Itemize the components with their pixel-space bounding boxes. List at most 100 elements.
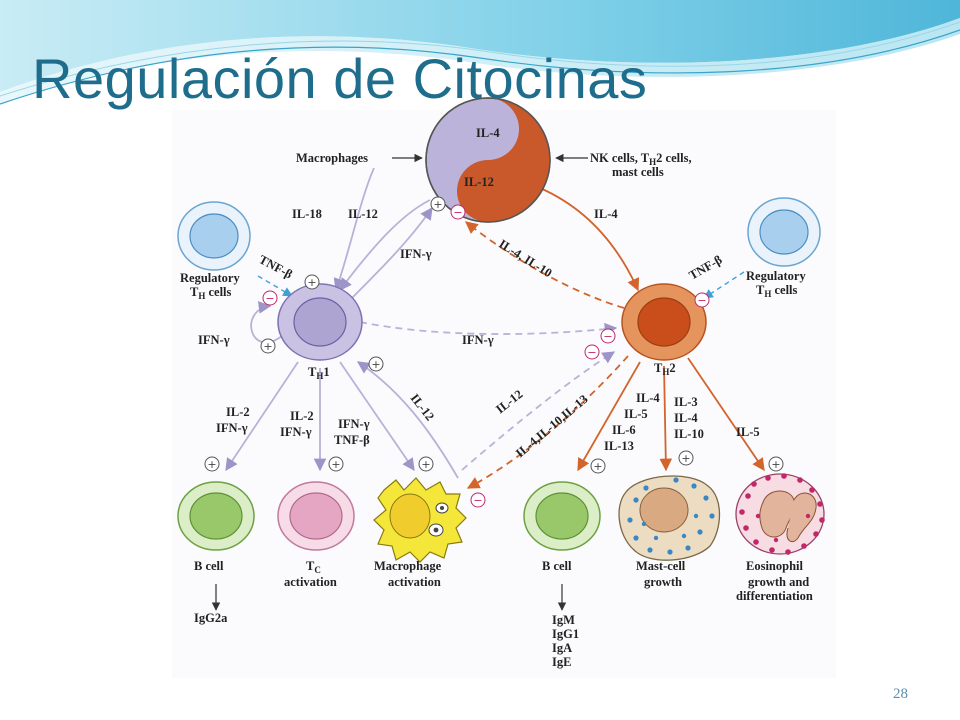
label-th1: TH1 <box>308 365 330 381</box>
plus-sign-mac: + <box>418 456 434 472</box>
plus-sign-th1-top: + <box>304 274 320 290</box>
label-part: T <box>306 559 315 573</box>
th2-cell <box>621 283 707 361</box>
minus-sign-th1-left: − <box>262 290 278 306</box>
label-regulatory-left-1: Regulatory <box>180 271 240 285</box>
regulatory-th-cell-right <box>747 197 821 267</box>
label-bcell-1: B cell <box>194 559 224 573</box>
label-part: 2 <box>669 361 675 375</box>
plus-sign-yin: + <box>430 196 446 212</box>
header-wave-decoration <box>0 0 960 105</box>
label-part: 2 cells, <box>656 151 691 165</box>
plus-glyph: + <box>593 460 602 473</box>
label-sub: H <box>662 367 669 377</box>
label-part: T <box>190 285 199 299</box>
label-ifng-up: IFN-γ <box>400 247 432 261</box>
label-macrophages: Macrophages <box>296 151 368 165</box>
label-bcell-2: B cell <box>542 559 572 573</box>
label-mast-cell: Mast-cell <box>636 559 686 573</box>
minus-glyph: − <box>697 294 706 307</box>
label-igm: IgM <box>552 613 575 627</box>
il4-il12-balance <box>425 97 551 223</box>
label-eos-growth: growth and <box>748 575 809 589</box>
plus-glyph: + <box>771 458 780 471</box>
th1-cell <box>277 283 363 361</box>
regulation-signs: + − + − + + − − − + + + − + + + <box>204 196 784 508</box>
plus-sign-bcell2: + <box>590 458 606 474</box>
label-mast-growth: growth <box>644 575 682 589</box>
diagram-arrows <box>211 153 765 611</box>
label-igg1: IgG1 <box>552 627 579 641</box>
plus-sign-th1-bottom: + <box>368 356 384 372</box>
minus-sign-mac: − <box>470 492 486 508</box>
minus-sign-th2-b: − <box>584 344 600 360</box>
label-ifng-self: IFN-γ <box>198 333 230 347</box>
label-regulatory-left-2: TH cells <box>190 285 232 301</box>
label-part: NK cells, T <box>590 151 650 165</box>
label-regulatory-right-2: TH cells <box>756 283 798 299</box>
label-b1-cyt-2: IFN-γ <box>216 421 248 435</box>
label-iga: IgA <box>552 641 572 655</box>
plus-sign-bcell1: + <box>204 456 220 472</box>
label-il12-top: IL-12 <box>348 207 378 221</box>
plus-sign-eos: + <box>768 456 784 472</box>
label-eosinophil: Eosinophil <box>746 559 804 573</box>
plus-sign-tc: + <box>328 456 344 472</box>
regulatory-th-cell-left <box>177 201 251 271</box>
page-number: 28 <box>893 686 908 702</box>
label-eos-differentiation: differentiation <box>736 589 813 603</box>
plus-sign-th1-self: + <box>260 338 276 354</box>
label-tc-cyt-2: IFN-γ <box>280 425 312 439</box>
plus-glyph: + <box>371 358 380 371</box>
label-il4-top: IL-4 <box>594 207 618 221</box>
plus-glyph: + <box>421 458 430 471</box>
label-th2: TH2 <box>654 361 676 377</box>
label-part: T <box>308 365 317 379</box>
label-part: cells <box>205 285 231 299</box>
minus-glyph: − <box>587 346 596 359</box>
label-mast-cyt-2: IL-4 <box>674 411 698 425</box>
minus-sign-yin: − <box>450 204 466 220</box>
plus-glyph: + <box>331 458 340 471</box>
slide-title: Regulación de Citocinas <box>32 47 648 110</box>
minus-glyph: − <box>603 330 612 343</box>
label-yin-il12: IL-12 <box>464 175 494 189</box>
label-yin-il4: IL-4 <box>476 126 500 140</box>
label-b1-cyt-1: IL-2 <box>226 405 250 419</box>
label-il18: IL-18 <box>292 207 322 221</box>
label-part: 1 <box>323 365 329 379</box>
label-part: cells <box>771 283 797 297</box>
label-nk-th2-mast: NK cells, TH2 cells, <box>590 151 692 167</box>
label-sub: H <box>764 289 771 299</box>
label-tc-cyt-1: IL-2 <box>290 409 314 423</box>
minus-sign-th2-a: − <box>600 328 616 344</box>
minus-glyph: − <box>265 292 274 305</box>
plus-sign-mast: + <box>678 450 694 466</box>
b-cell-th1 <box>177 481 255 551</box>
label-regulatory-right-1: Regulatory <box>746 269 806 283</box>
plus-glyph: + <box>263 340 272 353</box>
label-tc-activation: activation <box>284 575 337 589</box>
label-mast-cyt-3: IL-10 <box>674 427 704 441</box>
plus-glyph: + <box>207 458 216 471</box>
label-macrophage-activation: activation <box>388 575 441 589</box>
label-part: T <box>756 283 765 297</box>
minus-sign-th2-right: − <box>694 292 710 308</box>
label-sub: H <box>198 291 205 301</box>
minus-glyph: − <box>473 494 482 507</box>
mast-cell <box>618 475 721 561</box>
label-sub: H <box>649 157 656 167</box>
label-b2-cyt-4: IL-13 <box>604 439 634 453</box>
macrophage-cell <box>373 477 467 563</box>
b-cell-th2 <box>523 481 601 551</box>
plus-glyph: + <box>433 198 442 211</box>
minus-glyph: − <box>453 206 462 219</box>
plus-glyph: + <box>681 452 690 465</box>
label-mac-cyt-1: IFN-γ <box>338 417 370 431</box>
label-igg2a: IgG2a <box>194 611 228 625</box>
plus-glyph: + <box>307 276 316 289</box>
label-b2-cyt-3: IL-6 <box>612 423 636 437</box>
label-ige: IgE <box>552 655 571 669</box>
label-macrophage: Macrophage <box>374 559 442 573</box>
